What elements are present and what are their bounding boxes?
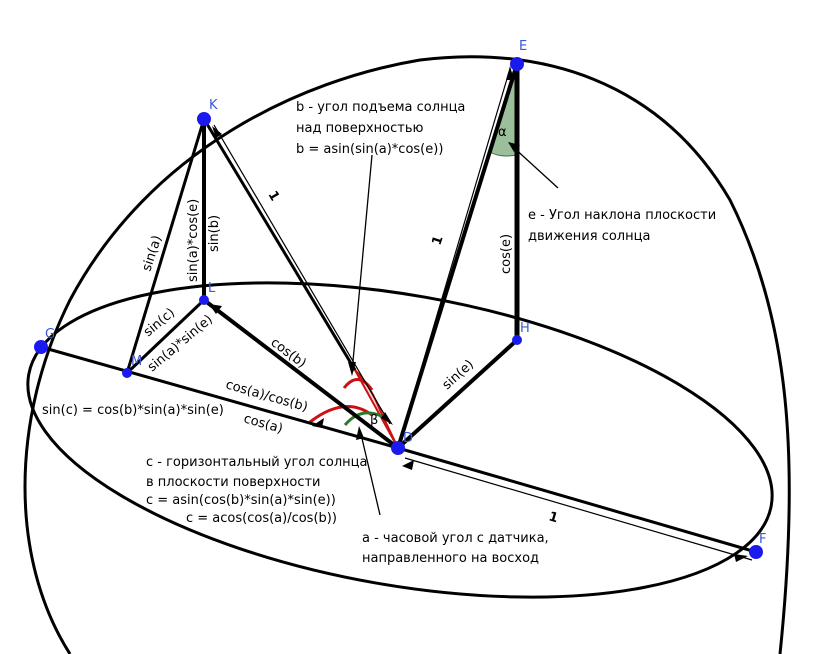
pointer-e-head xyxy=(508,142,520,152)
label-sin-a: sin(a) xyxy=(140,234,166,274)
point-E xyxy=(510,57,524,71)
note-e-line-1: e - Угол наклона плоскости xyxy=(528,208,716,223)
edge-E-D xyxy=(396,63,519,449)
point-D xyxy=(391,441,405,455)
label-M: M xyxy=(131,354,142,369)
edge-K-D xyxy=(202,118,357,371)
note-c-line-3: c = asin(cos(b)*sin(a)*sin(e)) xyxy=(146,493,336,508)
point-G xyxy=(34,340,48,354)
pointer-e xyxy=(511,145,559,189)
note-b-line-1: b - угол подъема солнца xyxy=(296,100,465,115)
label-E: E xyxy=(519,39,527,54)
unit-ED-line xyxy=(402,71,510,431)
label-cos-e: cos(e) xyxy=(499,234,514,274)
note-b-line-3: b = asin(sin(a)*cos(e)) xyxy=(296,142,443,157)
note-a-line-1: a - часовой угол с датчика, xyxy=(362,531,549,546)
label-D: D xyxy=(403,431,413,446)
pointer-b-head xyxy=(348,362,356,376)
pointer-a-head xyxy=(356,426,364,440)
note-a-line-2: направленного на восход xyxy=(362,551,539,566)
arrow-c-pointer xyxy=(312,418,324,428)
point-L xyxy=(199,295,209,305)
edge-H-D xyxy=(396,338,519,450)
label-one-ED: 1 xyxy=(430,234,447,247)
edge-K-M xyxy=(125,118,206,374)
note-b-line-2: над поверхностью xyxy=(296,121,423,136)
horizon-ellipse xyxy=(26,281,774,599)
unit-KD-line xyxy=(213,124,391,425)
edge-D-F xyxy=(397,446,757,554)
arrow-to-F xyxy=(734,554,748,562)
arrow-to-L xyxy=(209,304,222,314)
label-sin-a-cos-e: sin(a)*cos(e) xyxy=(186,199,201,282)
angle-a-arc xyxy=(343,411,386,427)
sphere-outline xyxy=(23,55,791,654)
point-M xyxy=(122,368,132,378)
arrow-to-E xyxy=(506,66,514,80)
label-sin-b: sin(b) xyxy=(207,215,222,252)
note-c-line-4: c = acos(cos(a)/cos(b)) xyxy=(186,511,337,526)
point-K xyxy=(197,112,211,126)
pointer-b xyxy=(351,154,373,373)
unit-DF-line xyxy=(404,457,753,561)
label-F: F xyxy=(759,532,766,547)
label-L: L xyxy=(208,281,216,296)
label-one-KD: 1 xyxy=(265,189,283,204)
edge-L-M xyxy=(125,298,206,375)
note-c-line-2: в плоскости поверхности xyxy=(146,475,321,490)
note-sin-c-formula: sin(c) = cos(b)*sin(a)*sin(e) xyxy=(42,403,224,418)
arrow-to-D-left xyxy=(381,412,393,425)
label-H: H xyxy=(520,321,530,336)
point-H xyxy=(512,335,522,345)
note-c-line-1: c - горизонтальный угол солнца xyxy=(146,455,367,470)
arrow-to-K xyxy=(212,126,222,138)
pointer-a xyxy=(359,429,381,516)
arrow-to-D-right xyxy=(402,460,414,470)
label-alpha: α xyxy=(498,125,507,140)
note-e-line-2: движения солнца xyxy=(528,229,650,244)
label-K: K xyxy=(209,98,218,113)
angle-b-arc xyxy=(342,378,374,391)
label-G: G xyxy=(45,327,55,342)
label-sin-e: sin(e) xyxy=(440,357,477,393)
edge-G-D xyxy=(40,345,399,450)
point-F xyxy=(749,545,763,559)
label-one-DF: 1 xyxy=(547,509,560,526)
edge-L-D xyxy=(202,298,400,450)
label-beta: β xyxy=(370,413,378,428)
